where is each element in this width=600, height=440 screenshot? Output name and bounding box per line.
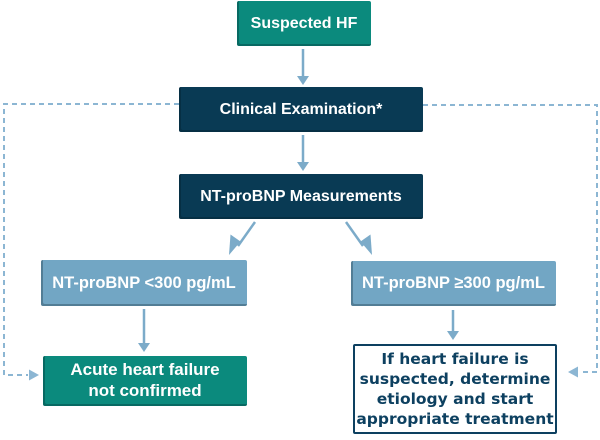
node-determine-etiology-treatment: If heart failure is suspected, determine… bbox=[353, 344, 557, 434]
dashed-connector-right bbox=[423, 104, 598, 378]
node-clinical-examination: Clinical Examination* bbox=[179, 87, 423, 132]
arrow-exam-to-measurements bbox=[297, 135, 309, 171]
node-suspected-hf: Suspected HF bbox=[237, 1, 371, 46]
arrow-measurements-to-high bbox=[344, 221, 372, 255]
arrow-suspectedhf-to-exam bbox=[297, 49, 309, 85]
dashed-connector-left bbox=[3, 103, 179, 381]
arrow-low-to-notconfirmed bbox=[138, 309, 150, 352]
node-ntprobnp-measurements: NT-proBNP Measurements bbox=[179, 174, 423, 219]
arrow-measurements-to-low bbox=[229, 221, 257, 255]
node-acute-hf-not-confirmed: Acute heart failure not confirmed bbox=[43, 356, 247, 406]
node-ntprobnp-above-300: NT-proBNP ≥300 pg/mL bbox=[351, 261, 556, 306]
node-ntprobnp-below-300: NT-proBNP <300 pg/mL bbox=[41, 260, 247, 306]
arrow-high-to-treatment bbox=[447, 310, 459, 340]
